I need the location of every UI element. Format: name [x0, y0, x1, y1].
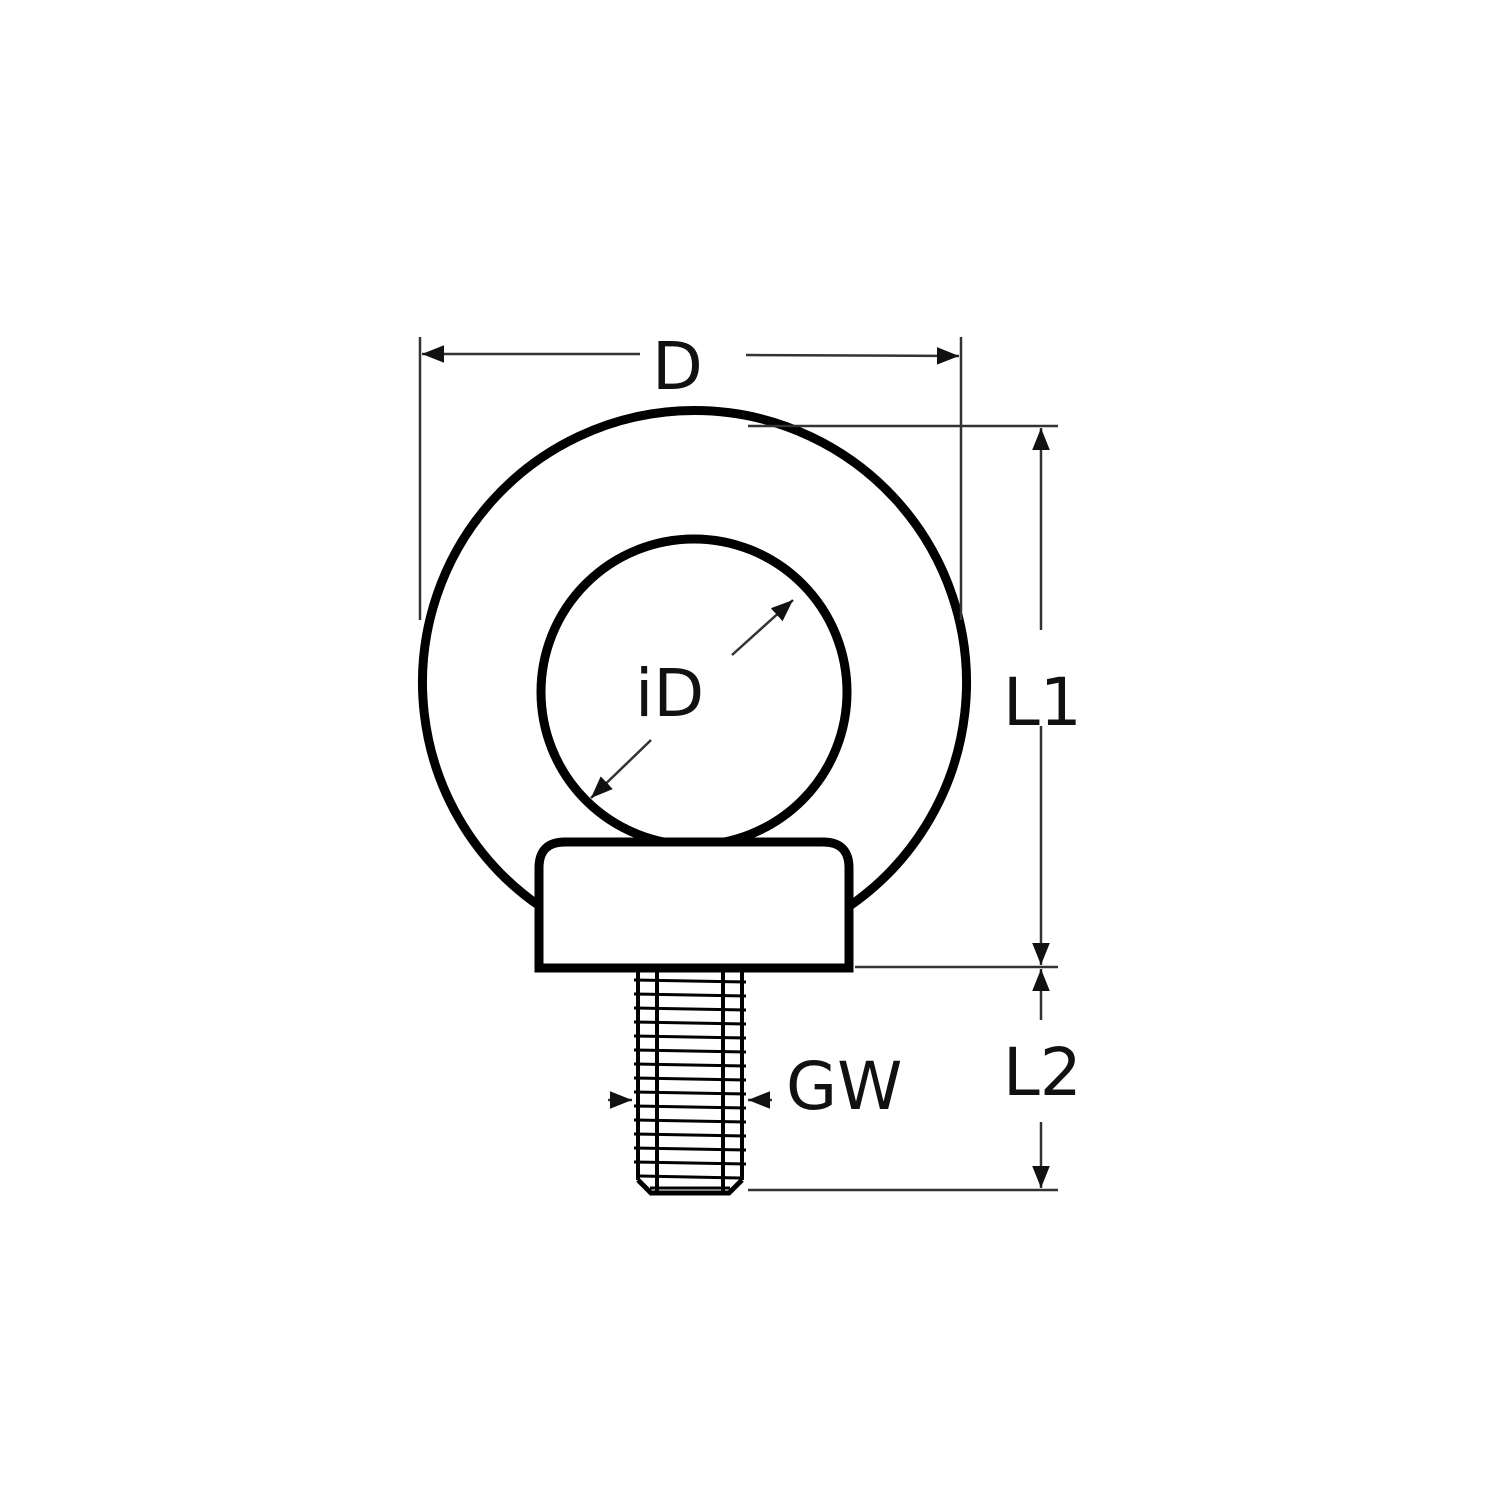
label-thread-size: GW: [786, 1048, 903, 1125]
dimension-iD: [590, 599, 794, 799]
dimension-D: [418, 337, 963, 620]
collar: [534, 837, 854, 973]
label-eye-length: L1: [1003, 664, 1082, 741]
thread-shank: [633, 970, 747, 1196]
label-outer-diameter: D: [652, 328, 703, 405]
label-inner-diameter: iD: [635, 655, 705, 732]
dimension-L2: [748, 969, 1058, 1192]
label-thread-length: L2: [1003, 1034, 1082, 1111]
dimension-L1: [748, 424, 1058, 969]
